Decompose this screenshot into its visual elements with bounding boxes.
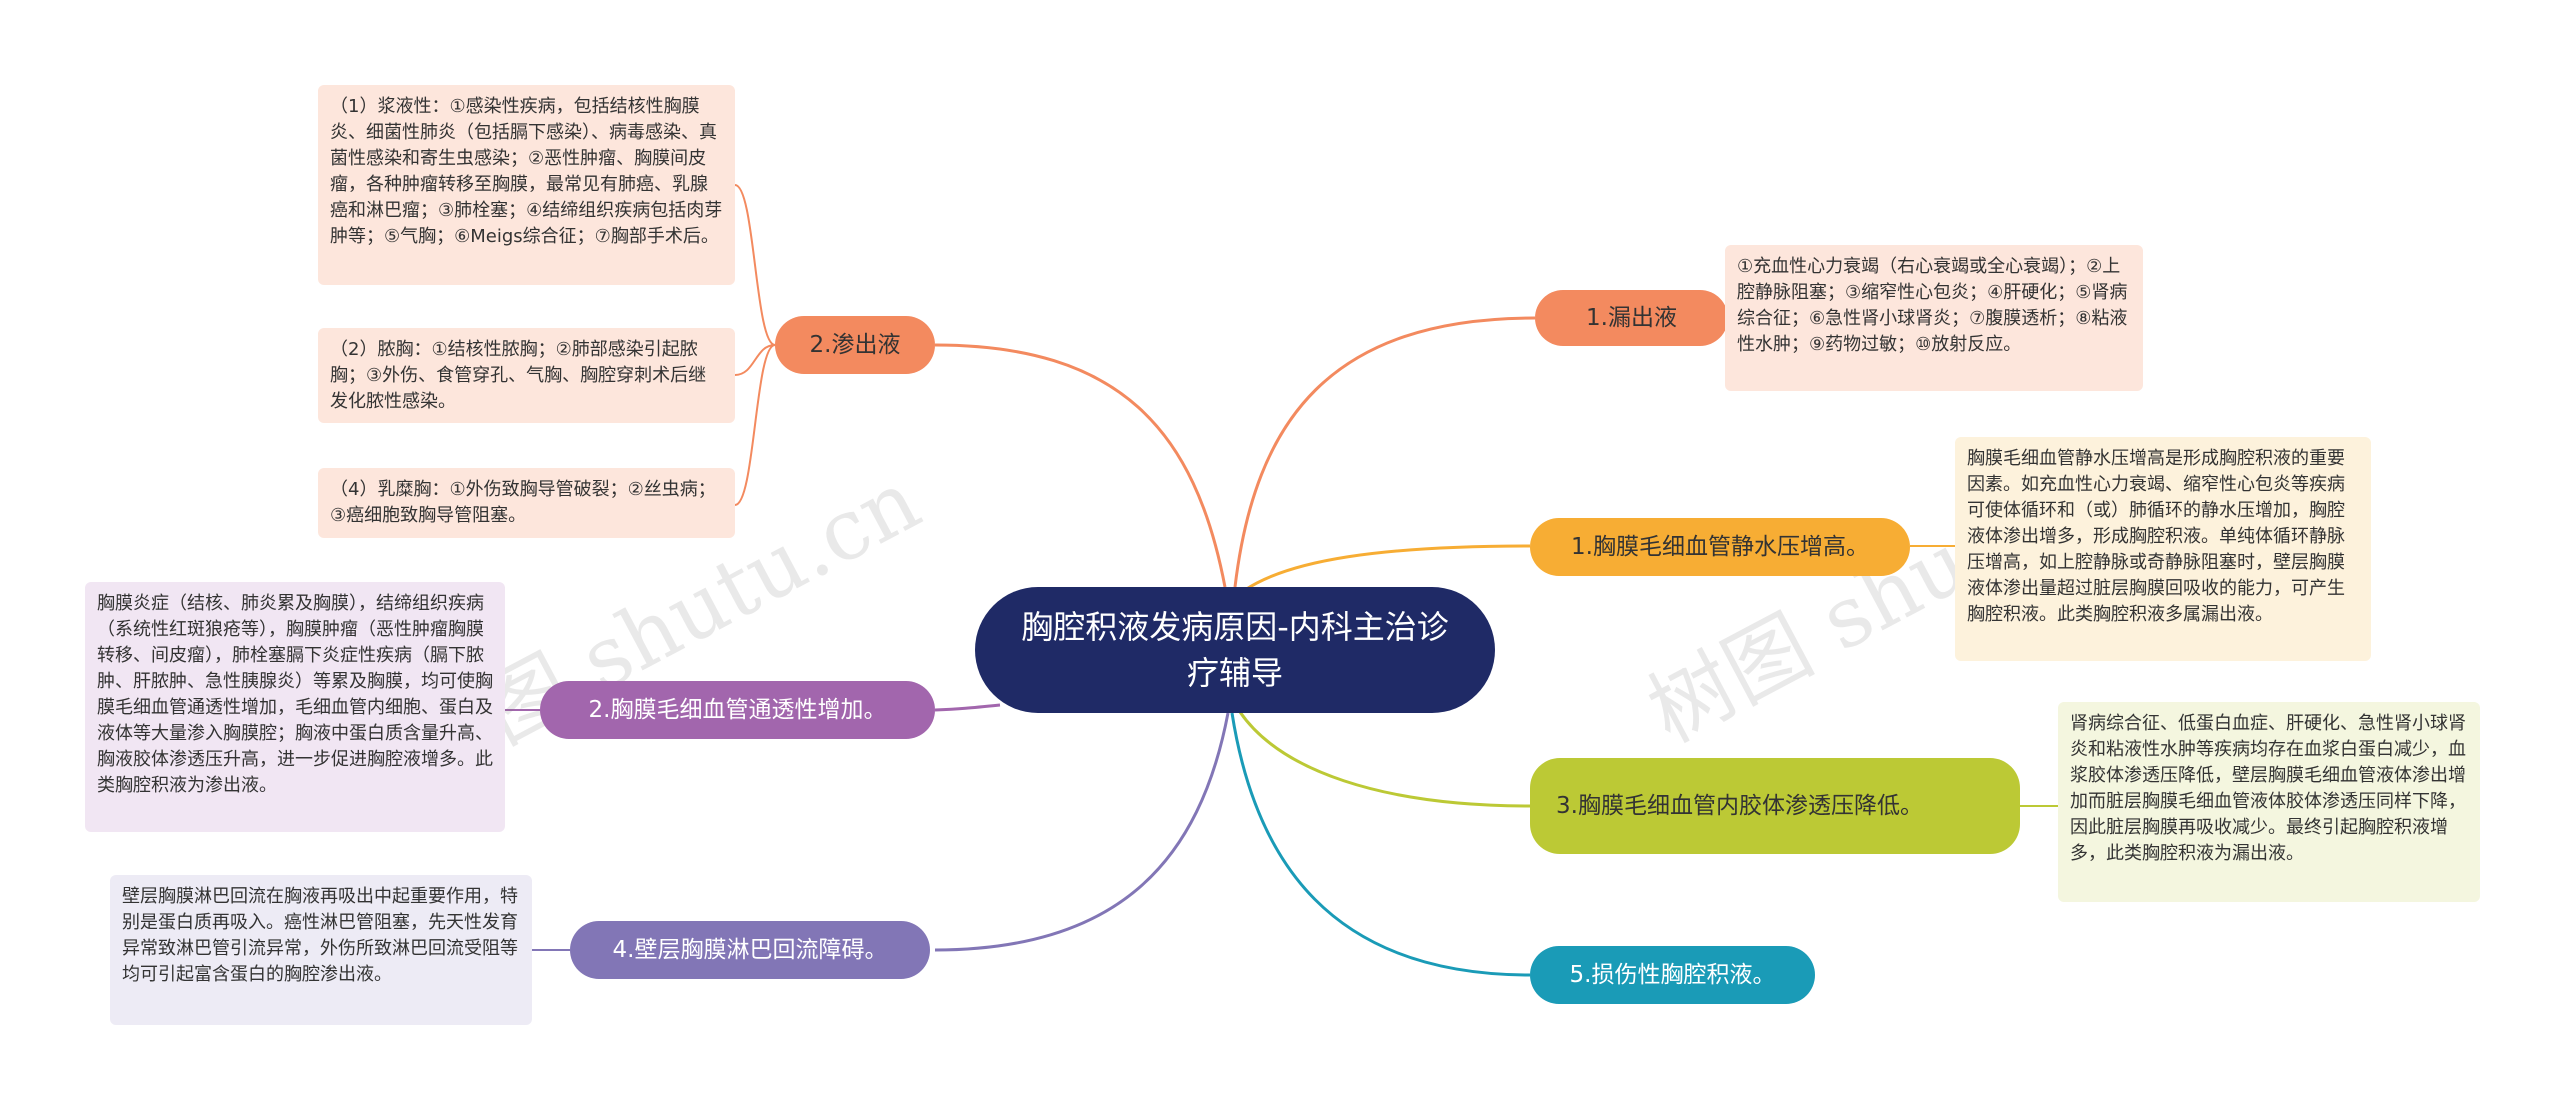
link-oncotic	[1238, 711, 1531, 808]
branch-loutong-label: 1.漏出液	[1586, 305, 1677, 331]
central-topic-label: 胸腔积液发病原因-内科主治诊疗辅导	[1021, 608, 1449, 692]
leaf-shenchu-empyema: （2）脓胸：①结核性脓胸；②肺部感染引起脓胸；③外伤、食管穿孔、气胸、胸腔穿刺术…	[318, 328, 735, 423]
link-hydrostatic	[1244, 544, 1531, 592]
branch-injury-label: 5.损伤性胸腔积液。	[1569, 962, 1776, 988]
branch-oncotic-label: 3.胸膜毛细血管内胶体渗透压降低。	[1556, 793, 1923, 819]
link-shenchu	[934, 343, 1227, 588]
central-topic[interactable]: 胸腔积液发病原因-内科主治诊疗辅导	[975, 587, 1495, 713]
link-lymph	[934, 712, 1230, 952]
branch-hydrostatic[interactable]: 1.胸膜毛细血管静水压增高。	[1530, 518, 1910, 576]
link-loutong	[1233, 316, 1536, 588]
leaf-loutong-detail: ①充血性心力衰竭（右心衰竭或全心衰竭）；②上腔静脉阻塞；③缩窄性心包炎；④肝硬化…	[1725, 245, 2143, 391]
leaf-oncotic-detail: 肾病综合征、低蛋白血症、肝硬化、急性肾小球肾炎和粘液性水肿等疾病均存在血浆白蛋白…	[2058, 702, 2480, 902]
branch-injury[interactable]: 5.损伤性胸腔积液。	[1530, 946, 1815, 1004]
branch-lymph[interactable]: 4.壁层胸膜淋巴回流障碍。	[570, 921, 930, 979]
leaf-shenchu-serous-text: （1）浆液性：①感染性疾病，包括结核性胸膜炎、细菌性肺炎（包括膈下感染）、病毒感…	[330, 96, 723, 247]
branch-shenchu-label: 2.渗出液	[809, 332, 901, 358]
leaf-permeability-detail: 胸膜炎症（结核、肺炎累及胸膜），结缔组织疾病（系统性红斑狼疮等），胸膜肿瘤（恶性…	[85, 582, 505, 832]
leaf-hydrostatic-detail: 胸膜毛细血管静水压增高是形成胸腔积液的重要因素。如充血性心力衰竭、缩窄性心包炎等…	[1955, 437, 2371, 661]
branch-permeability[interactable]: 2.胸膜毛细血管通透性增加。	[540, 681, 935, 739]
leaf-shenchu-chylothorax-text: （4）乳糜胸：①外伤致胸导管破裂；②丝虫病；③癌细胞致胸导管阻塞。	[330, 479, 716, 526]
leaf-shenchu-chylothorax: （4）乳糜胸：①外伤致胸导管破裂；②丝虫病；③癌细胞致胸导管阻塞。	[318, 468, 735, 538]
leaf-shenchu-serous: （1）浆液性：①感染性疾病，包括结核性胸膜炎、细菌性肺炎（包括膈下感染）、病毒感…	[318, 85, 735, 285]
branch-lymph-label: 4.壁层胸膜淋巴回流障碍。	[612, 937, 888, 963]
leaf-permeability-text: 胸膜炎症（结核、肺炎累及胸膜），结缔组织疾病（系统性红斑狼疮等），胸膜肿瘤（恶性…	[97, 593, 493, 796]
branch-shenchu[interactable]: 2.渗出液	[775, 316, 935, 374]
leaf-loutong-text: ①充血性心力衰竭（右心衰竭或全心衰竭）；②上腔静脉阻塞；③缩窄性心包炎；④肝硬化…	[1737, 256, 2128, 355]
branch-loutong[interactable]: 1.漏出液	[1535, 290, 1728, 346]
link-shenchu-bracket	[734, 184, 776, 506]
link-permeability	[934, 703, 1001, 712]
leaf-shenchu-empyema-text: （2）脓胸：①结核性脓胸；②肺部感染引起脓胸；③外伤、食管穿孔、气胸、胸腔穿刺术…	[330, 339, 707, 412]
leaf-lymph-text: 壁层胸膜淋巴回流在胸液再吸出中起重要作用，特别是蛋白质再吸入。癌性淋巴管阻塞，先…	[122, 886, 518, 985]
branch-oncotic[interactable]: 3.胸膜毛细血管内胶体渗透压降低。	[1530, 758, 2020, 854]
branch-permeability-label: 2.胸膜毛细血管通透性增加。	[588, 697, 887, 723]
leaf-hydrostatic-text: 胸膜毛细血管静水压增高是形成胸腔积液的重要因素。如充血性心力衰竭、缩窄性心包炎等…	[1967, 448, 2345, 625]
leaf-lymph-detail: 壁层胸膜淋巴回流在胸液再吸出中起重要作用，特别是蛋白质再吸入。癌性淋巴管阻塞，先…	[110, 875, 532, 1025]
leaf-oncotic-text: 肾病综合征、低蛋白血症、肝硬化、急性肾小球肾炎和粘液性水肿等疾病均存在血浆白蛋白…	[2070, 713, 2466, 864]
branch-hydrostatic-label: 1.胸膜毛细血管静水压增高。	[1571, 534, 1869, 560]
link-injury	[1230, 712, 1531, 977]
